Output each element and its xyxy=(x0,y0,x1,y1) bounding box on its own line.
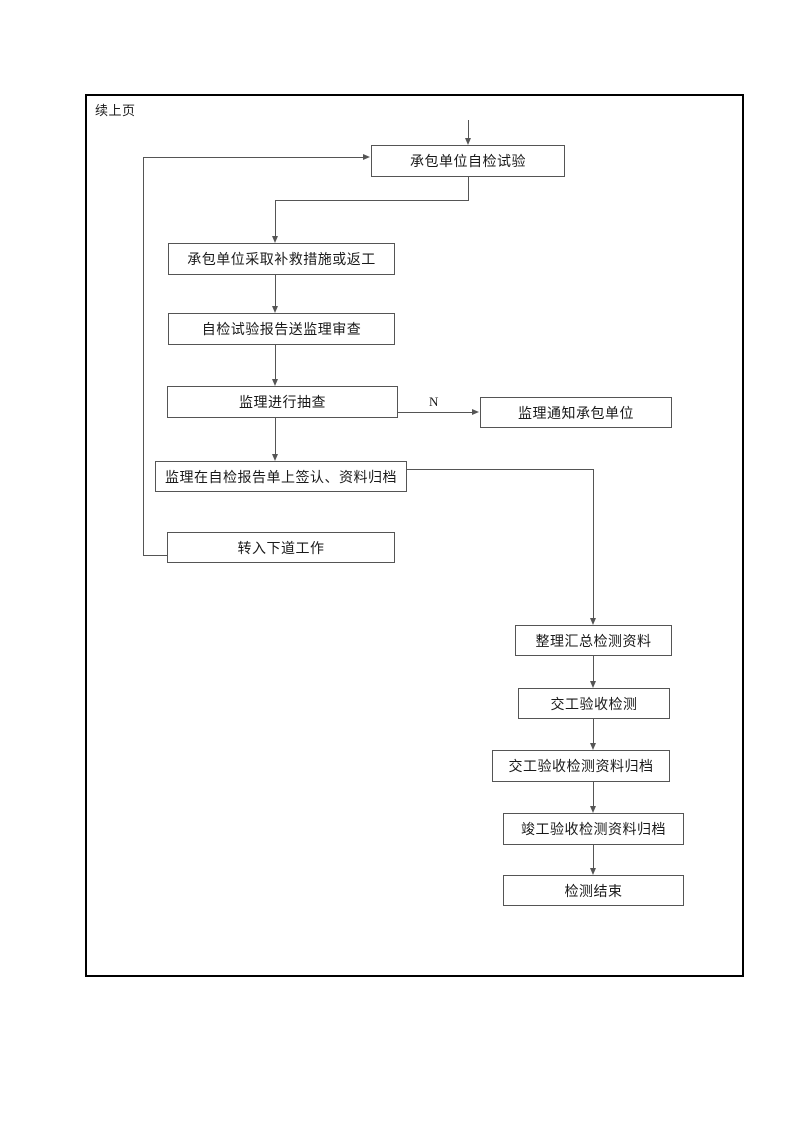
node-sign-archive[interactable]: 监理在自检报告单上签认、资料归档 xyxy=(155,461,407,492)
node-remedy-label: 承包单位采取补救措施或返工 xyxy=(187,253,376,268)
edge-sign-archive-right xyxy=(407,469,593,470)
node-next-process-label: 转入下道工作 xyxy=(237,541,325,557)
node-sign-archive-label: 监理在自检报告单上签认、资料归档 xyxy=(165,470,397,486)
node-spot-check-label: 监理进行抽查 xyxy=(239,396,326,411)
edge-report-submit-to-spot-check xyxy=(275,345,276,379)
edge-self-test-down-stub xyxy=(468,177,469,200)
edge-spot-check-to-notify xyxy=(398,412,473,413)
edge-loop-left-rail xyxy=(143,157,144,556)
edge-label-n: N xyxy=(429,394,439,409)
edge-self-test-to-remedy-horizontal xyxy=(275,200,469,201)
edge-entry-to-self-test xyxy=(468,120,469,139)
node-notify-contractor-label: 监理通知承包单位 xyxy=(518,406,634,422)
arrowhead-into-test-end xyxy=(589,868,596,875)
edge-handover-archive-to-final-archive xyxy=(593,782,594,806)
continued-from-previous-page-label: 续上页 xyxy=(95,103,136,118)
node-report-submit-label: 自检试验报告送监理审查 xyxy=(201,323,362,338)
page-border-frame xyxy=(85,94,744,977)
arrowhead-into-report-submit xyxy=(271,306,278,313)
node-handover-archive[interactable]: 交工验收检测资料归档 xyxy=(492,750,670,782)
edge-remedy-to-report-submit xyxy=(275,275,276,306)
arrowhead-into-handover-archive xyxy=(589,743,596,750)
arrowhead-entry-to-self-test xyxy=(464,138,471,145)
node-handover-archive-label: 交工验收检测资料归档 xyxy=(508,760,654,775)
edge-loop-bottom-horizontal xyxy=(143,555,168,556)
node-test-end-label: 检测结束 xyxy=(564,884,623,900)
arrowhead-into-sign-archive xyxy=(271,454,278,461)
node-final-archive[interactable]: 竣工验收检测资料归档 xyxy=(503,813,684,845)
arrowhead-into-notify-contractor xyxy=(472,408,479,415)
node-next-process[interactable]: 转入下道工作 xyxy=(167,532,395,563)
edge-spot-check-to-sign-archive xyxy=(275,418,276,454)
node-spot-check[interactable]: 监理进行抽查 xyxy=(167,386,398,418)
arrowhead-loop-into-self-test xyxy=(363,153,370,160)
arrowhead-into-final-archive xyxy=(589,806,596,813)
node-self-test-label: 承包单位自检试验 xyxy=(410,155,526,170)
arrowhead-into-spot-check xyxy=(271,379,278,386)
edge-compile-to-handover-test xyxy=(593,656,594,681)
node-notify-contractor[interactable]: 监理通知承包单位 xyxy=(480,397,672,428)
node-remedy[interactable]: 承包单位采取补救措施或返工 xyxy=(168,243,395,275)
arrowhead-into-compile-data xyxy=(589,618,596,625)
edge-loop-top-horizontal xyxy=(143,157,364,158)
edge-final-archive-to-test-end xyxy=(593,845,594,868)
node-handover-test[interactable]: 交工验收检测 xyxy=(518,688,670,719)
node-self-test[interactable]: 承包单位自检试验 xyxy=(371,145,565,177)
arrowhead-into-remedy xyxy=(271,236,278,243)
node-compile-data-label: 整理汇总检测资料 xyxy=(535,634,652,650)
edge-handover-test-to-archive xyxy=(593,719,594,743)
edge-self-test-to-remedy-vertical xyxy=(275,200,276,236)
node-handover-test-label: 交工验收检测 xyxy=(550,697,638,713)
node-final-archive-label: 竣工验收检测资料归档 xyxy=(521,823,666,838)
node-compile-data[interactable]: 整理汇总检测资料 xyxy=(515,625,672,656)
edge-sign-archive-down-to-compile xyxy=(593,469,594,618)
arrowhead-into-handover-test xyxy=(589,681,596,688)
node-test-end[interactable]: 检测结束 xyxy=(503,875,684,906)
node-report-submit[interactable]: 自检试验报告送监理审查 xyxy=(168,313,395,345)
